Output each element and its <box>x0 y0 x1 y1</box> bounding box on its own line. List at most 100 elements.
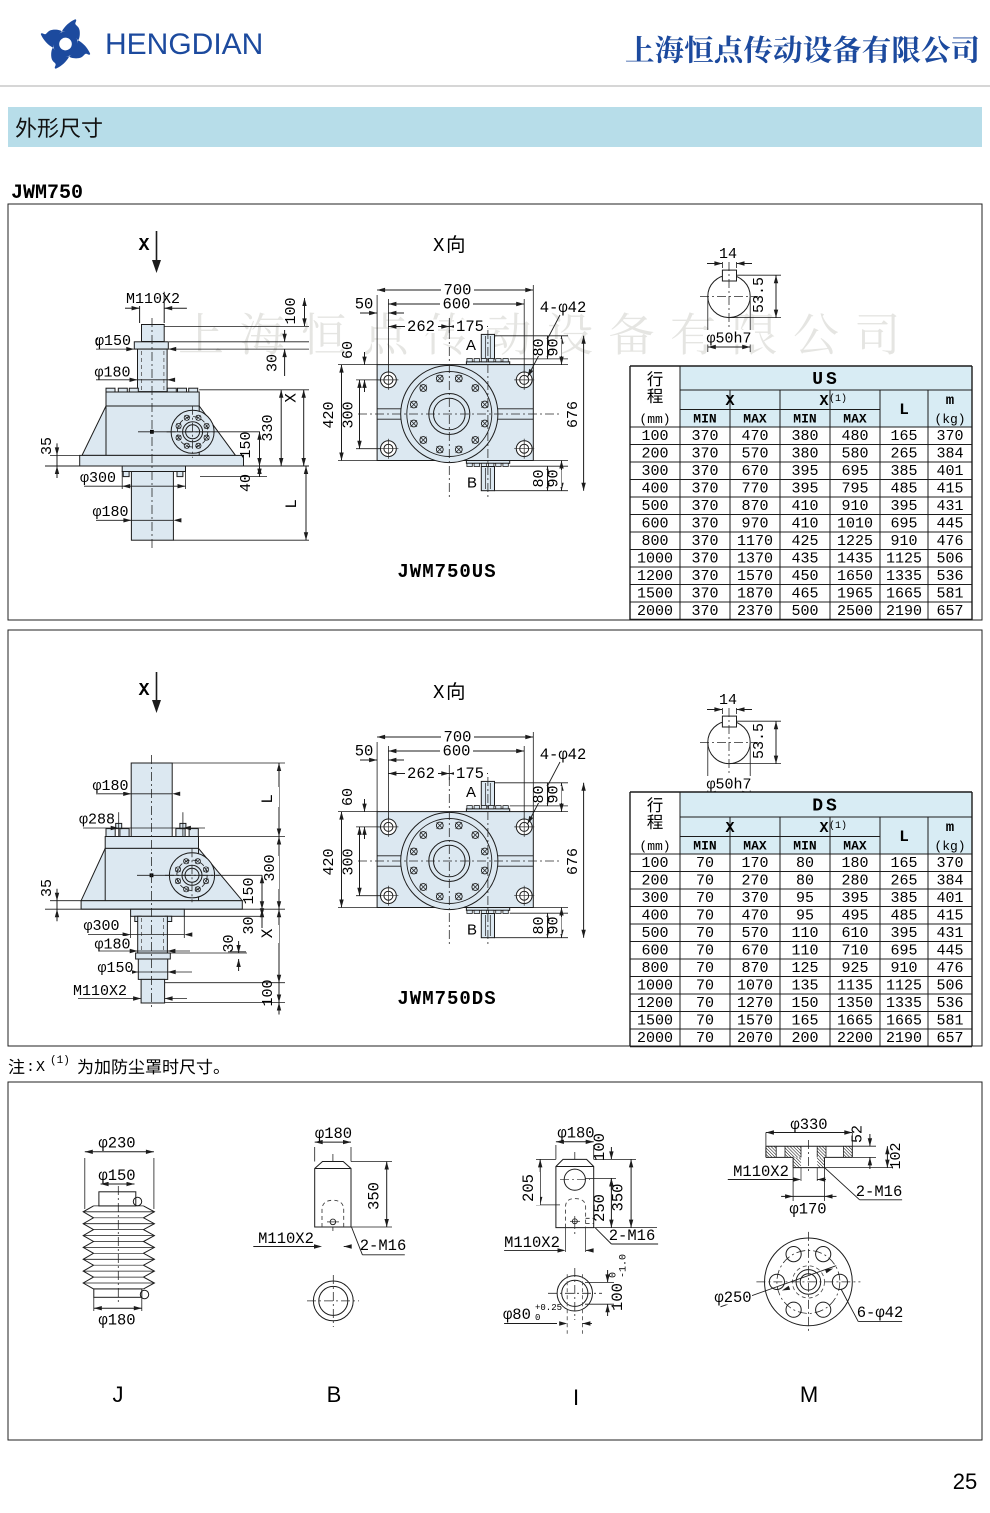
svg-text:2190: 2190 <box>886 1030 922 1047</box>
svg-text:175: 175 <box>456 318 484 336</box>
svg-text:262: 262 <box>407 765 435 783</box>
svg-text:A: A <box>466 784 476 801</box>
svg-text:1010: 1010 <box>837 516 873 533</box>
svg-text:370: 370 <box>691 568 718 585</box>
svg-text:30: 30 <box>221 934 238 952</box>
svg-text:910: 910 <box>890 533 917 550</box>
svg-text:710: 710 <box>841 943 868 960</box>
svg-text:95: 95 <box>796 890 814 907</box>
svg-text:25: 25 <box>953 1469 977 1494</box>
svg-text:(1): (1) <box>829 820 847 832</box>
svg-text:2070: 2070 <box>737 1030 773 1047</box>
svg-text:581: 581 <box>936 586 963 603</box>
svg-text:X: X <box>819 393 828 410</box>
svg-text:380: 380 <box>791 428 818 445</box>
svg-text:0: 0 <box>609 1272 620 1278</box>
svg-text:14: 14 <box>719 246 737 263</box>
svg-text:465: 465 <box>791 586 818 603</box>
svg-text:0: 0 <box>535 1313 540 1323</box>
svg-text:φ180: φ180 <box>315 1125 352 1143</box>
svg-text:M110X2: M110X2 <box>733 1163 789 1181</box>
svg-text:X: X <box>36 1059 45 1076</box>
svg-text:1125: 1125 <box>886 978 922 995</box>
svg-text:80: 80 <box>531 916 548 934</box>
svg-text:370: 370 <box>936 855 963 872</box>
svg-text:(mm): (mm) <box>639 839 670 854</box>
svg-text:435: 435 <box>791 551 818 568</box>
svg-text:X: X <box>139 236 150 256</box>
svg-text:600: 600 <box>641 516 668 533</box>
svg-text:150: 150 <box>241 877 258 904</box>
svg-text:(mm): (mm) <box>639 412 670 427</box>
svg-text:1270: 1270 <box>737 995 773 1012</box>
svg-text:90: 90 <box>546 785 563 803</box>
svg-text:600: 600 <box>443 743 471 761</box>
svg-text:φ180: φ180 <box>94 365 130 382</box>
svg-text:MIN: MIN <box>693 412 716 427</box>
svg-text:X: X <box>433 682 445 704</box>
svg-text:250: 250 <box>591 1194 609 1222</box>
svg-text:90: 90 <box>546 916 563 934</box>
svg-text:300: 300 <box>341 401 358 428</box>
svg-text:395: 395 <box>890 498 917 515</box>
svg-text:395: 395 <box>791 463 818 480</box>
svg-text:X: X <box>139 681 150 701</box>
svg-text:A: A <box>466 337 476 354</box>
svg-text:100: 100 <box>641 428 668 445</box>
svg-text:MAX: MAX <box>743 839 767 854</box>
svg-text:1225: 1225 <box>837 533 873 550</box>
svg-text:910: 910 <box>841 498 868 515</box>
svg-text:60: 60 <box>340 788 357 806</box>
svg-text:φ50h7: φ50h7 <box>706 777 751 794</box>
svg-text:262: 262 <box>407 318 435 336</box>
svg-text:φ80: φ80 <box>503 1306 531 1324</box>
svg-text:JWM750DS: JWM750DS <box>397 988 496 1010</box>
svg-text:1665: 1665 <box>886 1013 922 1030</box>
svg-text:2000: 2000 <box>637 1030 673 1047</box>
svg-text:70: 70 <box>696 1013 714 1030</box>
svg-text:670: 670 <box>741 943 768 960</box>
svg-text:480: 480 <box>841 428 868 445</box>
svg-text:165: 165 <box>890 855 917 872</box>
svg-text:B: B <box>467 922 477 939</box>
svg-text:L: L <box>899 401 909 419</box>
svg-text:m: m <box>946 393 954 409</box>
svg-text:300: 300 <box>262 854 279 881</box>
svg-text:1370: 1370 <box>737 551 773 568</box>
svg-text:1125: 1125 <box>886 551 922 568</box>
svg-text:M110X2: M110X2 <box>504 1234 560 1252</box>
svg-text:B: B <box>327 1382 342 1407</box>
svg-text:1500: 1500 <box>637 1013 673 1030</box>
svg-text:70: 70 <box>696 960 714 977</box>
svg-text:100: 100 <box>260 979 277 1006</box>
svg-text:2-M16: 2-M16 <box>856 1183 903 1201</box>
svg-text:2190: 2190 <box>886 603 922 620</box>
svg-text:φ180: φ180 <box>557 1125 594 1143</box>
svg-text:110: 110 <box>791 925 818 942</box>
svg-text:φ150: φ150 <box>95 333 131 350</box>
svg-text:1200: 1200 <box>637 568 673 585</box>
svg-text:70: 70 <box>696 1030 714 1047</box>
svg-text:70: 70 <box>696 908 714 925</box>
svg-text:150: 150 <box>791 995 818 1012</box>
svg-text:400: 400 <box>641 481 668 498</box>
svg-text:370: 370 <box>741 890 768 907</box>
svg-text:100: 100 <box>283 297 300 324</box>
svg-text:370: 370 <box>691 428 718 445</box>
svg-text:φ50h7: φ50h7 <box>706 331 751 348</box>
svg-text:695: 695 <box>890 516 917 533</box>
svg-text:795: 795 <box>841 481 868 498</box>
svg-text:MIN: MIN <box>693 839 716 854</box>
svg-text:370: 370 <box>936 428 963 445</box>
svg-text:M110X2: M110X2 <box>73 983 127 1000</box>
svg-text:370: 370 <box>691 481 718 498</box>
svg-text:1665: 1665 <box>886 586 922 603</box>
svg-text:395: 395 <box>841 890 868 907</box>
svg-text:1350: 1350 <box>837 995 873 1012</box>
svg-text:70: 70 <box>696 873 714 890</box>
svg-text:470: 470 <box>741 908 768 925</box>
svg-text:506: 506 <box>936 978 963 995</box>
svg-text:350: 350 <box>366 1182 384 1210</box>
svg-text:170: 170 <box>741 855 768 872</box>
svg-text:53.5: 53.5 <box>751 723 768 759</box>
